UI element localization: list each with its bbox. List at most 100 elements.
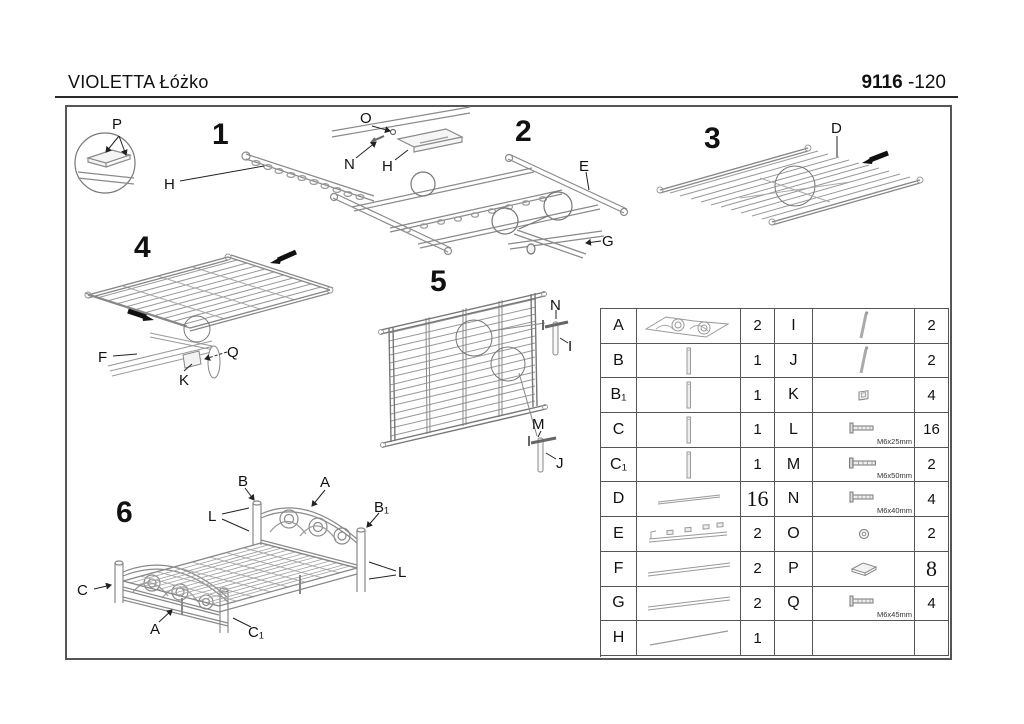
step2-label-e: E: [579, 158, 590, 175]
part-letter-q: Q: [775, 586, 813, 622]
step5-label-j: J: [556, 455, 564, 472]
part-letter-d: D: [601, 482, 637, 518]
part-qty-j: 2: [915, 343, 949, 379]
part-letter-c: C: [601, 413, 637, 448]
part-icon-rail-h: [637, 621, 741, 656]
part-icon-bolt-q: M6x45mm: [813, 586, 915, 622]
part-letter-b1: B₁: [601, 378, 637, 414]
part-icon-post-c: [637, 413, 741, 448]
step5-label-n: N: [550, 297, 561, 314]
part-icon-rail-f: [637, 551, 741, 587]
part-icon-headboard-panel: [637, 309, 741, 344]
step6-label-l-left: L: [208, 508, 217, 525]
part-qty-a: 2: [741, 309, 775, 344]
part-icon-post-b1: [637, 378, 741, 414]
part-qty-f: 2: [741, 551, 775, 587]
part-qty-q: 4: [915, 586, 949, 622]
part-icon-hook-bar: [637, 517, 741, 552]
parts-table: A 2 I 2 B 1 J 2 B₁ 1 K 4 C 1 L M6x25mm 1…: [600, 308, 949, 657]
part-note-q: M6x45mm: [876, 610, 912, 620]
step6-label-c1: C₁: [248, 624, 264, 641]
part-letter-i: I: [775, 309, 813, 344]
part-qty-empty: [915, 621, 949, 656]
part-note-l: M6x25mm: [876, 436, 912, 446]
part-letter-k: K: [775, 378, 813, 414]
part-icon-slat: [637, 482, 741, 518]
part-letter-c1: C₁: [601, 447, 637, 483]
part-icon-rail-g: [637, 586, 741, 622]
part-qty-b1: 1: [741, 378, 775, 414]
part-qty-n: 4: [915, 482, 949, 518]
step2-label-n: N: [344, 156, 355, 173]
part-letter-g: G: [601, 586, 637, 622]
part-qty-g: 2: [741, 586, 775, 622]
step-1-number: 1: [212, 118, 229, 151]
step-6-number: 6: [116, 496, 133, 529]
part-icon-bolt-n: M6x40mm: [813, 482, 915, 518]
part-note-m: M6x50mm: [876, 471, 912, 481]
part-letter-p: P: [775, 551, 813, 587]
part-note-n: M6x40mm: [876, 506, 912, 516]
step1-label-p: P: [112, 116, 123, 133]
step-2-number: 2: [515, 115, 532, 148]
part-letter-b: B: [601, 343, 637, 379]
step-4-number: 4: [134, 231, 151, 264]
part-qty-h: 1: [741, 621, 775, 656]
part-qty-c: 1: [741, 413, 775, 448]
step6-label-l-right: L: [398, 564, 407, 581]
part-qty-o: 2: [915, 517, 949, 552]
part-letter-o: O: [775, 517, 813, 552]
part-icon-bracket: [813, 378, 915, 414]
step6-label-a-foot: A: [150, 621, 161, 638]
step6-label-b1: B₁: [374, 499, 390, 516]
step5-label-m: M: [532, 416, 545, 433]
part-icon-pin-i: [813, 309, 915, 344]
step-5-number: 5: [430, 265, 447, 298]
part-qty-k: 4: [915, 378, 949, 414]
step6-label-b: B: [238, 473, 249, 490]
part-icon-bolt-m: M6x50mm: [813, 447, 915, 483]
part-letter-empty: [775, 621, 813, 656]
part-letter-e: E: [601, 517, 637, 552]
part-qty-c1: 1: [741, 447, 775, 483]
step4-label-q: Q: [227, 344, 239, 361]
step3-label-d: D: [831, 120, 842, 137]
step5-label-i: I: [568, 338, 573, 355]
model-number-variant: -120: [907, 72, 946, 93]
part-letter-a: A: [601, 309, 637, 344]
part-letter-m: M: [775, 447, 813, 483]
part-icon-washer: [813, 517, 915, 552]
step2-label-h: H: [382, 158, 393, 175]
step4-label-f: F: [98, 349, 108, 366]
part-letter-j: J: [775, 343, 813, 379]
part-letter-h: H: [601, 621, 637, 656]
part-icon-pin-j: [813, 343, 915, 379]
page-title: VIOLETTA Łóżko: [68, 72, 209, 92]
part-qty-e: 2: [741, 517, 775, 552]
part-qty-l: 16: [915, 413, 949, 448]
step2-label-g: G: [602, 233, 614, 250]
step6-label-c: C: [77, 582, 88, 599]
part-icon-bolt-l: M6x25mm: [813, 413, 915, 448]
title-divider: [55, 96, 958, 98]
part-qty-p: 8: [915, 551, 949, 587]
part-icon-plate: [813, 551, 915, 587]
part-letter-l: L: [775, 413, 813, 448]
part-qty-i: 2: [915, 309, 949, 344]
part-icon-empty: [813, 621, 915, 656]
part-icon-post-b: [637, 343, 741, 379]
step6-label-a-head: A: [320, 474, 331, 491]
part-letter-f: F: [601, 551, 637, 587]
step4-label-k: K: [179, 372, 190, 389]
step-3-number: 3: [704, 122, 721, 155]
model-number: 9116 -120: [861, 72, 946, 94]
part-qty-d: 16: [741, 482, 775, 518]
diagram-border-box: [65, 105, 952, 660]
part-icon-post-c1: [637, 447, 741, 483]
part-qty-b: 1: [741, 343, 775, 379]
part-letter-n: N: [775, 482, 813, 518]
step1-label-h: H: [164, 176, 175, 193]
step2-label-o: O: [360, 110, 372, 127]
model-number-main: 9116: [861, 72, 903, 93]
